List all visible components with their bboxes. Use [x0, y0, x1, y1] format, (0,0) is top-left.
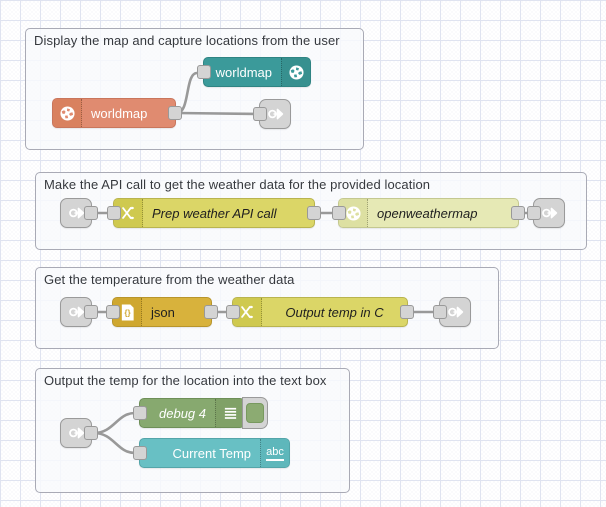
- node-output-port[interactable]: [168, 106, 182, 120]
- debug-toggle-indicator: [246, 403, 264, 423]
- node-input-port[interactable]: [332, 206, 346, 220]
- link-out-icon: [448, 306, 464, 318]
- link-in-node-temp[interactable]: [60, 297, 98, 327]
- node-json[interactable]: {} json: [106, 297, 218, 327]
- node-current-temp[interactable]: Current Temp abc: [133, 438, 290, 468]
- debug-toggle-button[interactable]: [242, 397, 268, 429]
- globe-icon: [281, 58, 310, 86]
- svg-text:{}: {}: [124, 308, 130, 317]
- abc-text-icon: abc: [260, 439, 289, 467]
- link-in-icon: [69, 306, 85, 318]
- group-label: Get the temperature from the weather dat…: [44, 272, 295, 287]
- globe-icon: [53, 99, 82, 127]
- link-in-node-api[interactable]: [60, 198, 98, 228]
- link-out-node-temp[interactable]: [433, 297, 471, 327]
- node-output-port[interactable]: [511, 206, 525, 220]
- node-worldmap-in[interactable]: worldmap: [52, 98, 182, 128]
- node-label: debug 4: [159, 405, 206, 421]
- node-openweathermap[interactable]: openweathermap: [332, 198, 525, 228]
- node-input-port[interactable]: [433, 305, 447, 319]
- node-output-port[interactable]: [204, 305, 218, 319]
- group-label: Make the API call to get the weather dat…: [44, 177, 431, 192]
- node-output-port[interactable]: [400, 305, 414, 319]
- node-label: worldmap: [215, 64, 272, 80]
- link-in-node-output[interactable]: [60, 418, 98, 448]
- debug-lines-icon: [215, 399, 244, 427]
- node-input-port[interactable]: [107, 206, 121, 220]
- node-output-temp-in-c[interactable]: Output temp in C: [226, 297, 414, 327]
- node-label: Output temp in C: [285, 304, 384, 320]
- node-input-port[interactable]: [253, 107, 267, 121]
- link-out-icon: [268, 108, 284, 120]
- node-label: openweathermap: [377, 205, 478, 221]
- node-output-port[interactable]: [84, 426, 98, 440]
- node-output-port[interactable]: [307, 206, 321, 220]
- node-label: Prep weather API call: [152, 205, 277, 221]
- group-display-map[interactable]: Display the map and capture locations fr…: [25, 28, 364, 150]
- node-input-port[interactable]: [106, 305, 120, 319]
- group-label: Output the temp for the location into th…: [44, 373, 327, 388]
- node-label: worldmap: [91, 105, 148, 121]
- link-out-node-map[interactable]: [253, 99, 291, 129]
- node-debug-4[interactable]: debug 4: [133, 397, 268, 429]
- node-label: json: [151, 304, 175, 320]
- group-label: Display the map and capture locations fr…: [34, 33, 340, 48]
- node-input-port[interactable]: [527, 206, 541, 220]
- node-input-port[interactable]: [133, 446, 147, 460]
- node-input-port[interactable]: [226, 305, 240, 319]
- node-input-port[interactable]: [197, 65, 211, 79]
- node-input-port[interactable]: [133, 406, 147, 420]
- node-output-port[interactable]: [84, 206, 98, 220]
- node-label: Current Temp: [172, 445, 251, 461]
- node-worldmap-out[interactable]: worldmap: [197, 57, 311, 87]
- link-in-icon: [69, 207, 85, 219]
- function-icon: [114, 199, 143, 227]
- link-out-icon: [542, 207, 558, 219]
- node-output-port[interactable]: [84, 305, 98, 319]
- link-in-icon: [69, 427, 85, 439]
- node-prep-weather-api-call[interactable]: Prep weather API call: [107, 198, 321, 228]
- link-out-node-api[interactable]: [527, 198, 565, 228]
